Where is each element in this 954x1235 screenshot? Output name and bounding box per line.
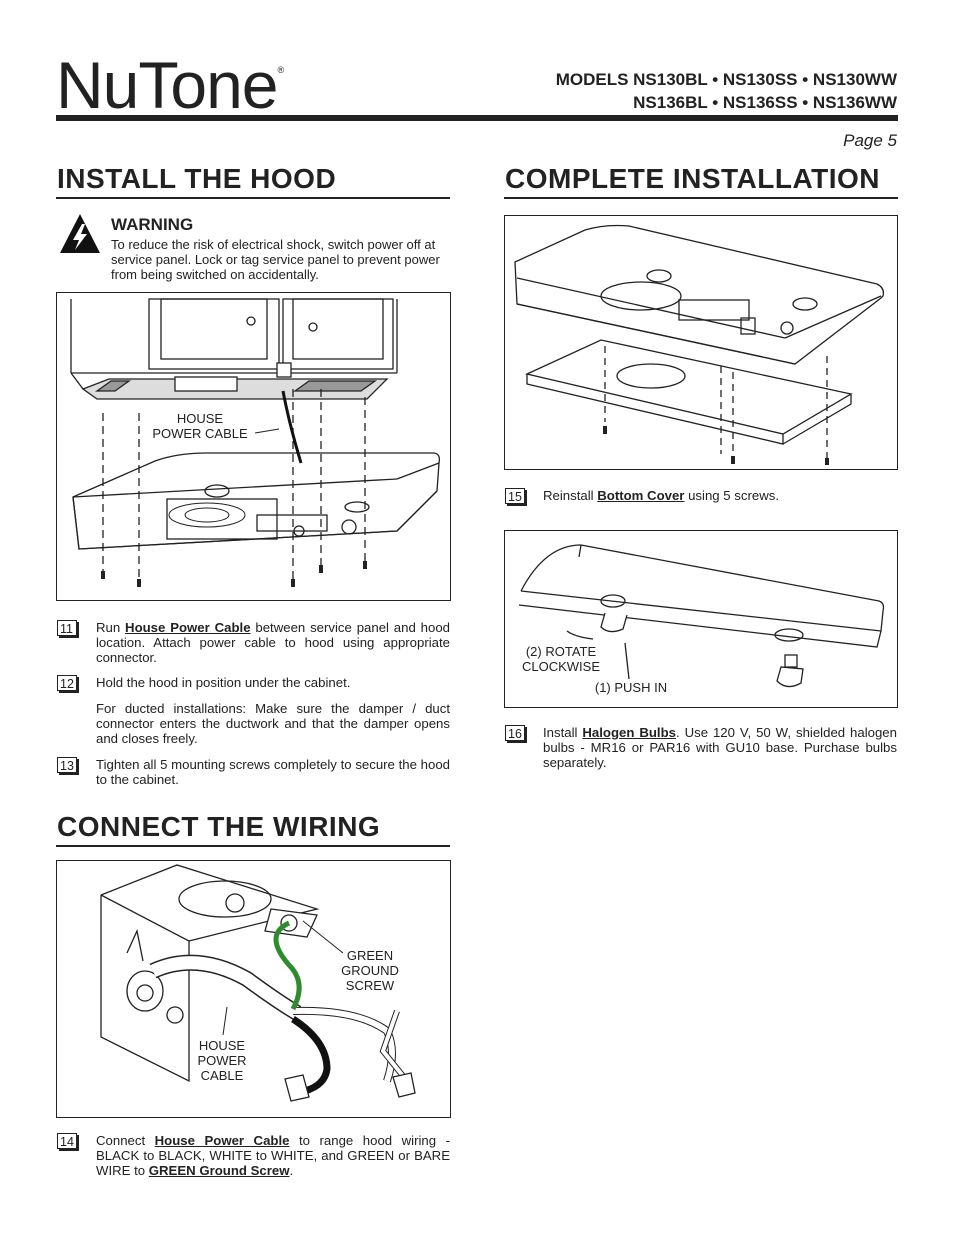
- section-rule: [56, 197, 450, 199]
- brand-logo: NuTone®: [56, 48, 284, 122]
- warning-title: WARNING: [111, 215, 194, 234]
- step-number-12: 12: [57, 675, 77, 691]
- section-title-install: INSTALL THE HOOD: [57, 163, 337, 194]
- step-13-text: Tighten all 5 mounting screws completely…: [96, 757, 450, 787]
- step-number-14: 14: [57, 1133, 77, 1149]
- step-14-text: Connect House Power Cable to range hood …: [96, 1133, 450, 1178]
- step-15-text: Reinstall Bottom Cover using 5 screws.: [543, 488, 779, 503]
- step-number-16: 16: [505, 725, 525, 741]
- wiring-drawing: [100, 864, 416, 1102]
- label-push-in: (1) PUSH IN: [594, 680, 668, 695]
- step-number-13: 13: [57, 757, 77, 773]
- figure-wiring: GREEN GROUND SCREW HOUSE POWER CABLE: [56, 860, 451, 1118]
- step-16-text: Install Halogen Bulbs. Use 120 V, 50 W, …: [543, 725, 897, 770]
- bottom-cover-drawing: [514, 224, 885, 465]
- page-number: Page 5: [843, 131, 897, 150]
- section-title-complete: COMPLETE INSTALLATION: [505, 163, 880, 194]
- step-12-note: For ducted installations: Make sure the …: [96, 701, 450, 746]
- hood-install-drawing: [70, 298, 441, 587]
- label-green-ground-screw: GREEN GROUND SCREW: [341, 948, 399, 993]
- model-list: MODELS NS130BL • NS130SS • NS130WW NS136…: [555, 70, 897, 112]
- step-12-text: Hold the hood in position under the cabi…: [96, 675, 351, 690]
- section-rule: [56, 845, 450, 847]
- halogen-bulbs-drawing: [518, 544, 885, 688]
- header-divider: [56, 115, 898, 121]
- warning-text: To reduce the risk of electrical shock, …: [111, 237, 440, 282]
- figure-hood-install: HOUSE POWER CABLE: [56, 292, 451, 601]
- step-number-15: 15: [505, 488, 525, 504]
- label-house-power-cable-wiring: HOUSE POWER CABLE: [197, 1038, 247, 1083]
- section-title-wiring: CONNECT THE WIRING: [57, 811, 381, 842]
- step-number-11: 11: [57, 620, 77, 636]
- section-rule: [504, 197, 898, 199]
- label-rotate-clockwise: (2) ROTATE CLOCKWISE: [521, 644, 600, 674]
- warning-icon: [58, 212, 102, 261]
- figure-bottom-cover: [504, 215, 898, 470]
- label-house-power-cable: HOUSE POWER CABLE: [152, 411, 248, 441]
- figure-halogen-bulbs: (2) ROTATE CLOCKWISE (1) PUSH IN: [504, 530, 898, 708]
- step-11-text: Run House Power Cable between service pa…: [96, 620, 450, 665]
